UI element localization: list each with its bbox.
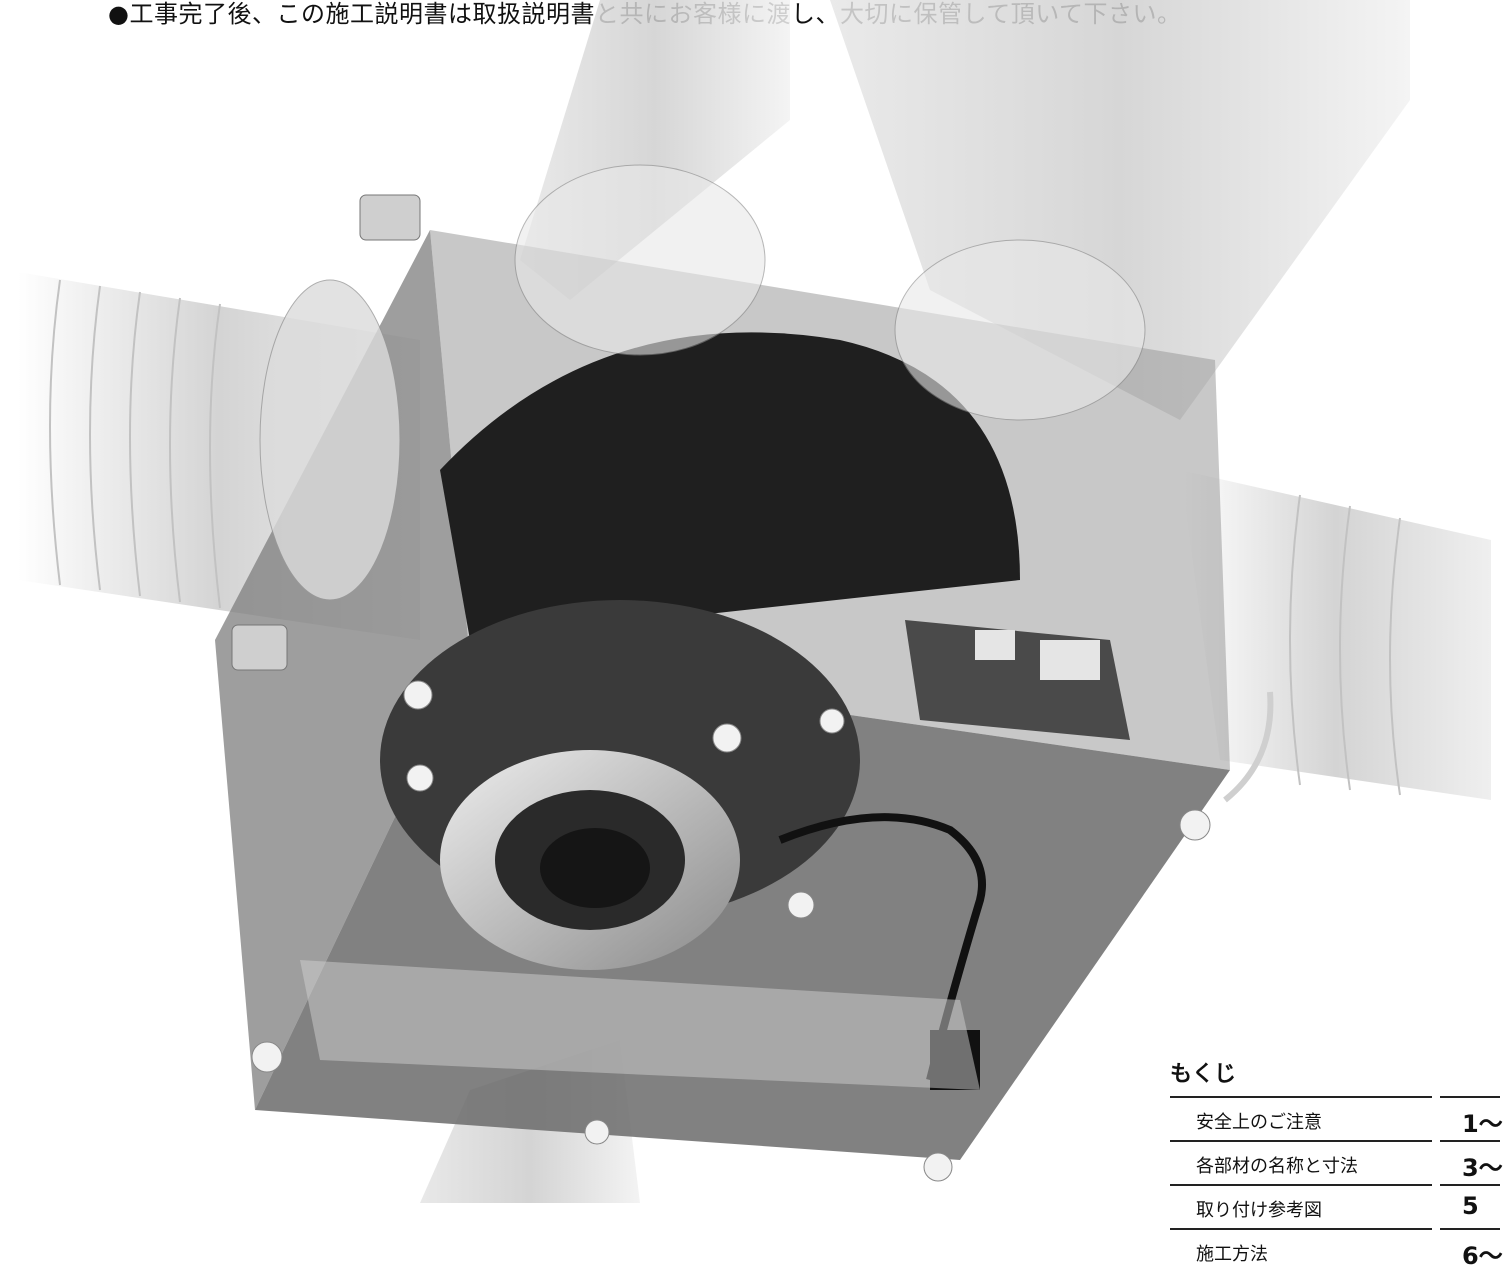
toc-item-page: 1〜 — [1462, 1110, 1503, 1138]
toc-row-parts[interactable]: 各部材の名称と寸法 3〜 — [1170, 1140, 1503, 1186]
toc-item-page: 5 — [1462, 1192, 1479, 1220]
ventilation-fan-illustration — [18, 0, 1491, 1203]
toc-item-label: 施工方法 — [1196, 1244, 1268, 1265]
toc-item-label: 取り付け参考図 — [1196, 1200, 1322, 1221]
toc-item-label: 安全上のご注意 — [1196, 1112, 1322, 1133]
toc-item-page: 6〜 — [1462, 1242, 1503, 1270]
toc-row-safety[interactable]: 安全上のご注意 1〜 — [1170, 1096, 1503, 1142]
toc-item-label: 各部材の名称と寸法 — [1196, 1156, 1358, 1177]
toc-item-page: 3〜 — [1462, 1154, 1503, 1182]
toc-title: もくじ — [1170, 1062, 1237, 1087]
toc-row-installation[interactable]: 施工方法 6〜 — [1170, 1228, 1503, 1274]
toc-row-reference[interactable]: 取り付け参考図 5 — [1170, 1184, 1500, 1230]
